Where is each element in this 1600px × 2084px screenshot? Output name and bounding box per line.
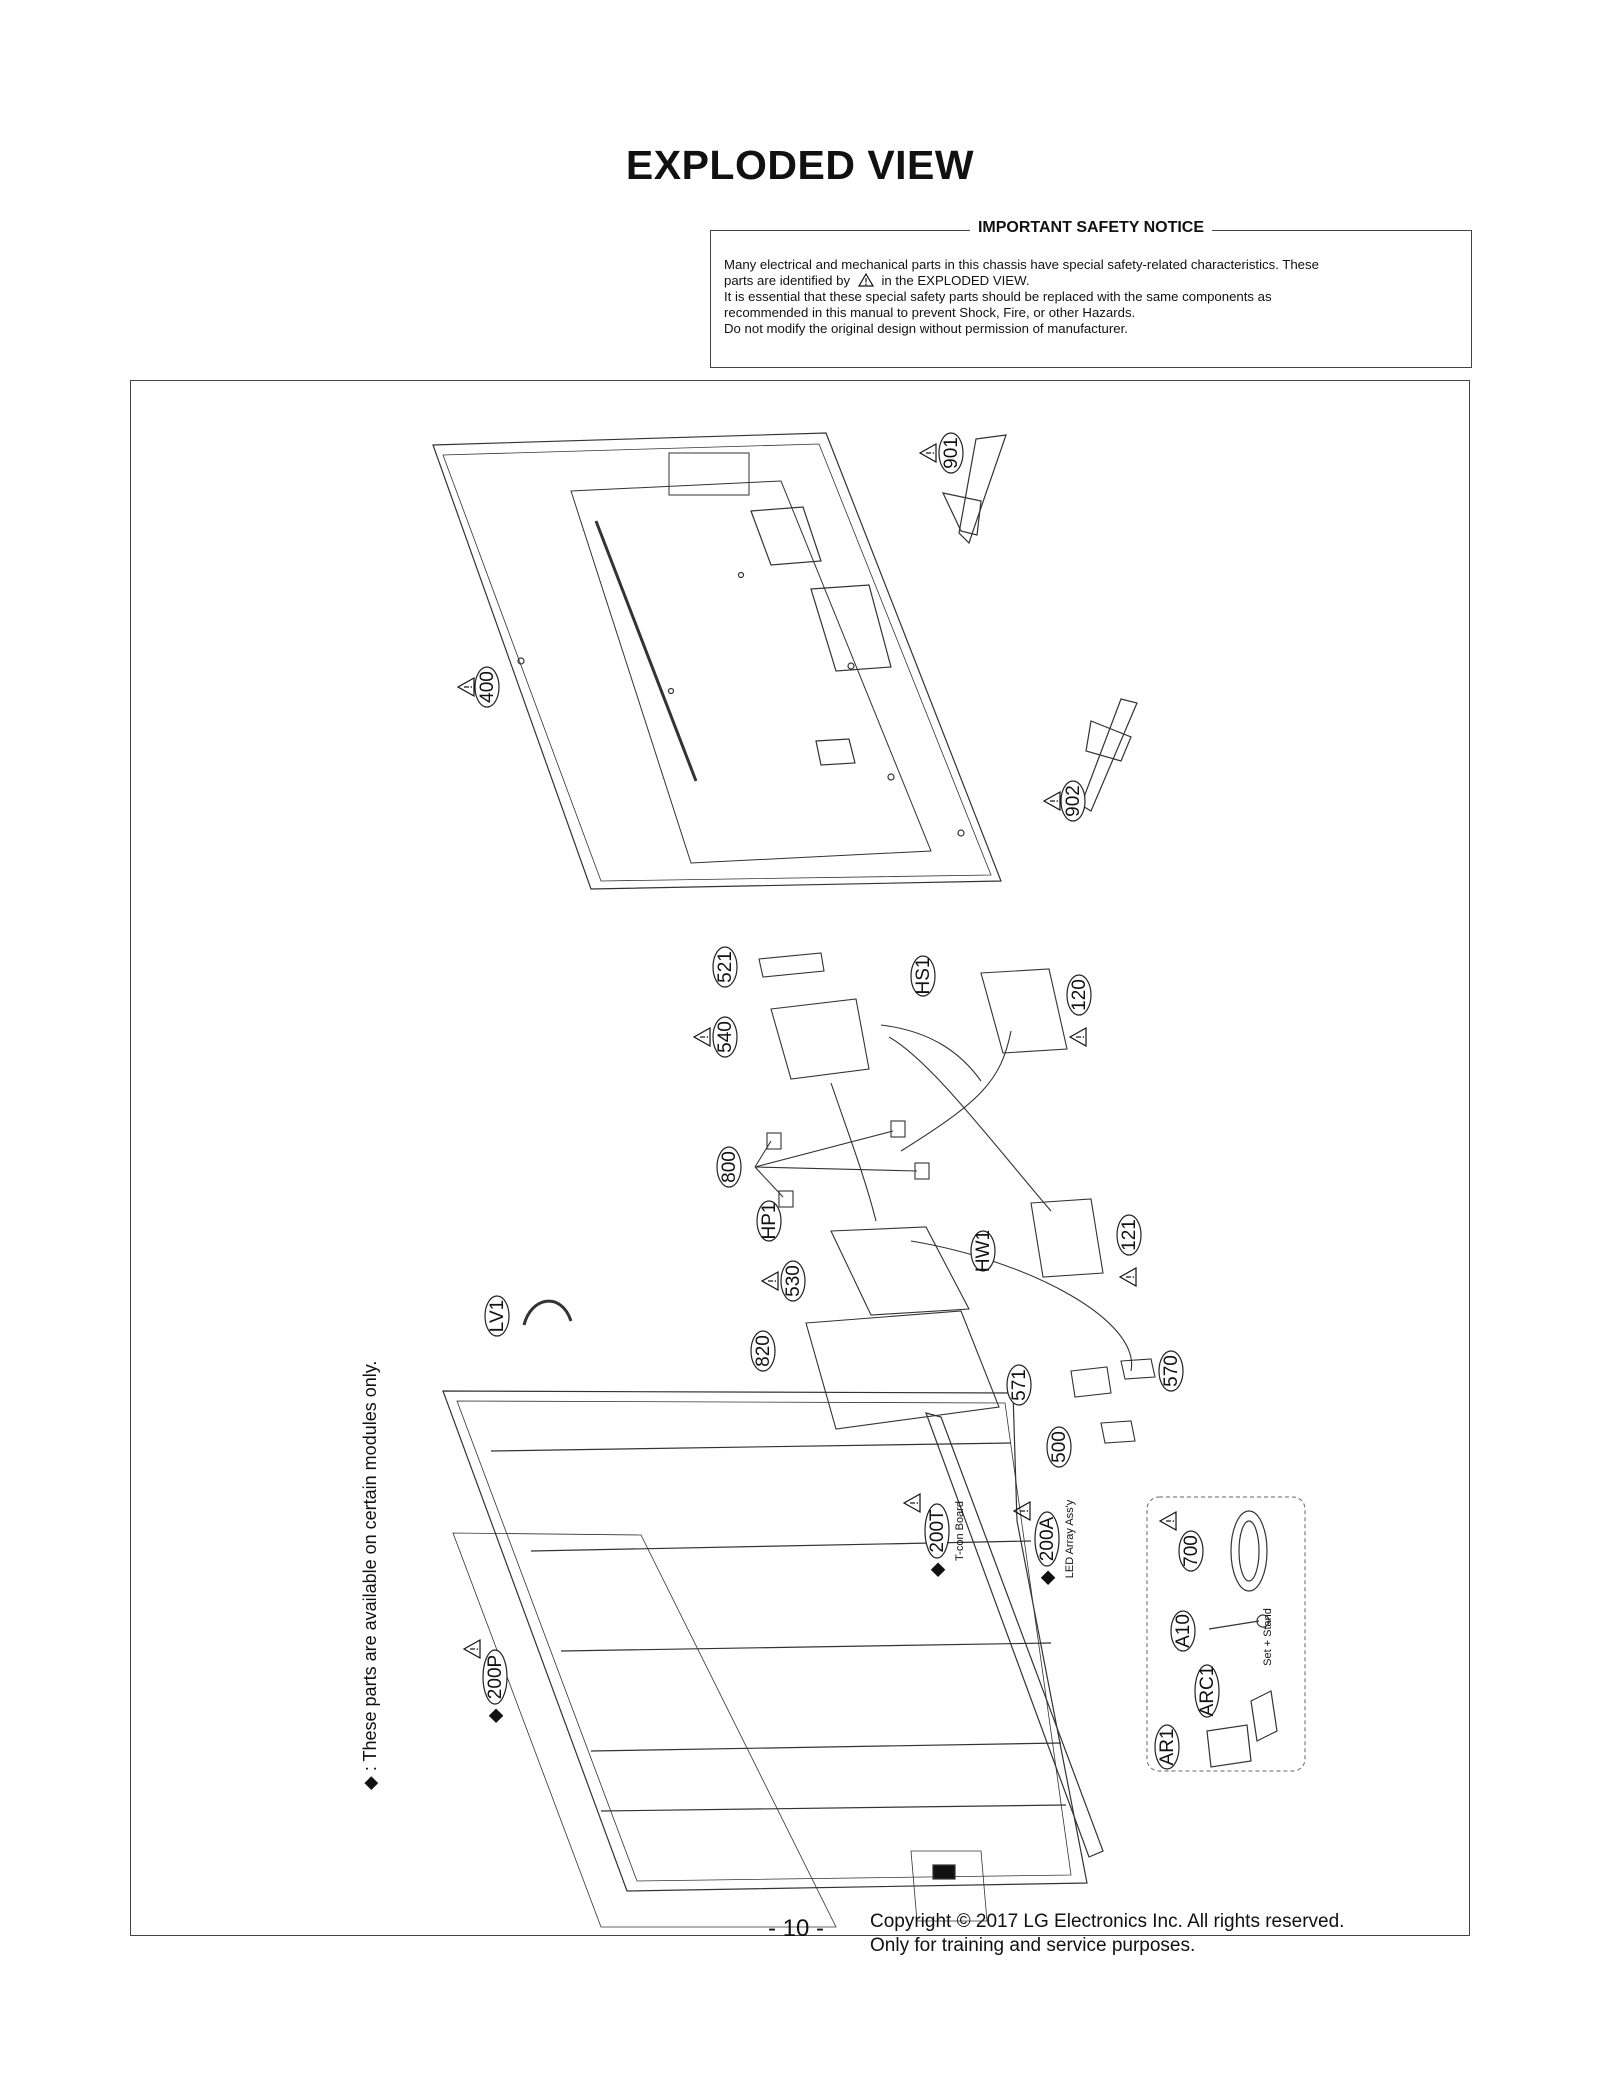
- svg-text:500: 500: [1049, 1431, 1070, 1463]
- notice-line-1: Many electrical and mechanical parts in …: [724, 257, 1319, 272]
- svg-text:820: 820: [753, 1335, 774, 1367]
- set-stand-note: Set + Stand: [1262, 1608, 1274, 1666]
- part-label-a10: A10: [1170, 1610, 1196, 1652]
- svg-text:570: 570: [1161, 1355, 1182, 1387]
- stand-901-drawing: [941, 434, 1007, 545]
- page-title: EXPLODED VIEW: [625, 142, 975, 188]
- notice-line-5: Do not modify the original design withou…: [724, 321, 1128, 336]
- svg-text:121: 121: [1119, 1219, 1140, 1251]
- part-label-901: 901: [919, 432, 964, 474]
- svg-text:◆: ◆: [927, 1562, 948, 1577]
- part-label-521: 521: [712, 946, 738, 988]
- page-number: - 10 -: [768, 1915, 825, 1942]
- svg-text:901: 901: [941, 437, 962, 469]
- svg-text:902: 902: [1063, 785, 1084, 817]
- svg-text:LED Array Ass'y: LED Array Ass'y: [1064, 1499, 1076, 1578]
- svg-text:120: 120: [1069, 979, 1090, 1011]
- svg-text:530: 530: [783, 1265, 804, 1297]
- svg-text:Set + Stand: Set + Stand: [1262, 1608, 1274, 1666]
- part-label-530: 530: [761, 1260, 806, 1302]
- back-cover-drawing: [432, 432, 1002, 890]
- svg-text:800: 800: [719, 1151, 740, 1183]
- part-label-hs1: HS1: [910, 955, 936, 997]
- svg-text:AR1: AR1: [1157, 1729, 1178, 1766]
- part-label-hp1: HP1: [756, 1200, 782, 1242]
- part-label-ar1: AR1: [1154, 1724, 1180, 1770]
- svg-text:400: 400: [477, 671, 498, 703]
- part-label-902: 902: [1043, 780, 1086, 822]
- svg-text:LV1: LV1: [487, 1300, 508, 1332]
- svg-text:◆: ◆: [485, 1708, 506, 1723]
- svg-text:HS1: HS1: [913, 958, 934, 995]
- svg-text:A10: A10: [1173, 1614, 1194, 1648]
- svg-text:540: 540: [715, 1021, 736, 1053]
- svg-text:200T: 200T: [927, 1509, 948, 1553]
- part-label-570: 570: [1158, 1350, 1184, 1392]
- cable-lv1-drawing: [522, 1299, 573, 1326]
- accessory-drawings: [1206, 1510, 1278, 1768]
- part-label-500: 500: [1046, 1426, 1072, 1468]
- notice-line-4: recommended in this manual to prevent Sh…: [724, 305, 1136, 320]
- svg-text:571: 571: [1009, 1369, 1030, 1401]
- svg-text:521: 521: [715, 951, 736, 983]
- notice-line-2: parts are identified by in the EXPLODED …: [724, 272, 1030, 288]
- svg-text:200A: 200A: [1037, 1516, 1058, 1561]
- safety-notice-title: IMPORTANT SAFETY NOTICE: [969, 219, 1213, 236]
- svg-text:HW1: HW1: [973, 1230, 994, 1272]
- stand-902-drawing: [1080, 698, 1138, 812]
- part-label-700: 700: [1159, 1511, 1204, 1572]
- part-label-571: 571: [1006, 1364, 1032, 1406]
- svg-text:◆: ◆: [1037, 1570, 1058, 1585]
- safety-notice-body: Many electrical and mechanical parts in …: [724, 257, 1457, 337]
- part-label-arc1: ARC1: [1194, 1664, 1220, 1718]
- svg-text:HP1: HP1: [759, 1203, 780, 1240]
- part-label-200a: 200A ◆ LED Array Ass'y: [1013, 1499, 1076, 1585]
- copyright-block: Copyright © 2017 LG Electronics Inc. All…: [870, 1910, 1344, 1958]
- warning-triangle-icon: [857, 272, 874, 287]
- svg-text:T-con Board: T-con Board: [954, 1501, 966, 1561]
- part-label-200p: 200P ◆: [463, 1639, 508, 1723]
- part-label-800: 800: [716, 1146, 742, 1188]
- training-text: Only for training and service purposes.: [870, 1935, 1196, 1956]
- notice-line-3: It is essential that these special safet…: [724, 289, 1272, 304]
- part-label-820: 820: [750, 1330, 776, 1372]
- svg-text:ARC1: ARC1: [1197, 1666, 1218, 1717]
- boards-drawing: [758, 952, 1156, 1444]
- svg-text:700: 700: [1181, 1535, 1202, 1567]
- part-label-200t: 200T ◆ T-con Board: [903, 1493, 966, 1577]
- display-panel-drawing: [442, 1390, 1104, 1928]
- part-label-121: 121: [1116, 1214, 1142, 1287]
- svg-text:200P: 200P: [485, 1655, 506, 1699]
- accessory-box: [1146, 1496, 1306, 1772]
- exploded-view-diagram: 400 901 902 521 HS1 120 540: [130, 380, 1470, 1936]
- part-label-hw1: HW1: [970, 1230, 996, 1272]
- copyright-text: Copyright © 2017 LG Electronics Inc. All…: [870, 1911, 1345, 1932]
- availability-note: ◆ : These parts are available on certain…: [360, 1360, 380, 1790]
- safety-notice-box: IMPORTANT SAFETY NOTICE Many electrical …: [710, 219, 1472, 368]
- part-label-120: 120: [1066, 974, 1092, 1047]
- brackets-800-drawing: [754, 1120, 930, 1208]
- part-label-540: 540: [693, 1016, 738, 1058]
- part-label-lv1: LV1: [484, 1295, 510, 1337]
- part-label-400: 400: [457, 666, 500, 708]
